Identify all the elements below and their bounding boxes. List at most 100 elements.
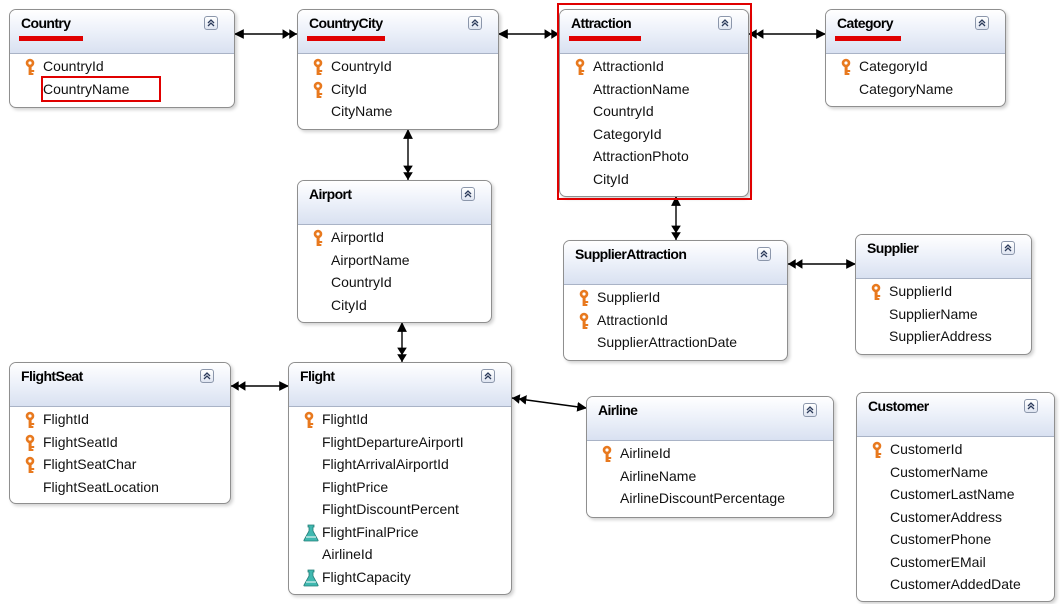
collapse-icon[interactable] [200,369,214,383]
table-header[interactable]: Category [826,10,1005,54]
attribute-name: FlightCapacity [322,568,411,585]
collapse-icon[interactable] [1001,241,1015,255]
table-header[interactable]: Airport [298,181,491,225]
primary-key-icon [24,411,40,429]
highlight-box-attraction-table [557,3,752,200]
attribute-row[interactable]: CategoryId [560,123,748,145]
attribute-name: CityId [331,80,367,97]
attribute-name: FlightDepartureAirportI [322,433,464,450]
attribute-name: FlightSeatLocation [43,478,159,495]
attribute-row[interactable]: CustomerLastName [857,483,1054,505]
attribute-row[interactable]: AttractionPhoto [560,145,748,167]
attribute-row[interactable]: AirportId [298,226,491,248]
attribute-row[interactable]: CountryId [10,55,234,77]
attribute-row[interactable]: CustomerEMail [857,551,1054,573]
attribute-row[interactable]: CustomerId [857,438,1054,460]
primary-key-icon [24,58,40,76]
attribute-row[interactable]: CityName [298,100,498,122]
attribute-row[interactable]: FlightDiscountPercent [289,498,511,520]
attribute-name: CustomerEMail [890,553,986,570]
attribute-row[interactable]: SupplierAttractionDate [564,331,787,353]
attribute-row[interactable]: FlightSeatId [10,431,230,453]
table-header[interactable]: Airline [587,397,833,441]
attribute-row[interactable]: AirlineId [587,442,833,464]
table-header[interactable]: Attraction [560,10,748,54]
attribute-row[interactable]: CategoryId [826,55,1005,77]
highlight-box-countryname [41,76,161,102]
attribute-name: SupplierAttractionDate [597,334,738,350]
table-header[interactable]: Customer [857,393,1054,437]
table-header[interactable]: FlightSeat [10,363,230,407]
primary-key-icon [574,58,590,76]
attribute-row[interactable]: CityId [560,168,748,190]
attribute-row[interactable]: FlightFinalPrice [289,521,511,543]
attribute-name: AttractionId [593,58,664,74]
primary-key-icon [871,441,887,459]
collapse-icon[interactable] [204,16,218,30]
attribute-row[interactable]: AirlineName [587,465,833,487]
primary-key-icon [312,229,328,247]
attribute-row[interactable]: AttractionName [560,78,748,100]
attribute-name: FlightPrice [322,478,389,495]
attribute-row[interactable]: CountryId [298,55,498,77]
attribute-row[interactable]: CategoryName [826,78,1005,100]
collapse-icon[interactable] [803,403,817,417]
attribute-row[interactable]: CountryId [298,271,491,293]
attribute-row[interactable]: FlightId [10,408,230,430]
attribute-row[interactable]: SupplierAddress [856,325,1031,347]
collapse-icon[interactable] [975,16,989,30]
attribute-row[interactable]: AttractionId [564,309,787,331]
table-header[interactable]: Flight [289,363,511,407]
attribute-row[interactable]: AirlineDiscountPercentage [587,487,833,509]
attribute-row[interactable]: AirlineId [289,543,511,565]
table-header[interactable]: Supplier [856,235,1031,279]
attribute-row[interactable]: AttractionId [560,55,748,77]
attribute-name: AirlineId [322,546,373,562]
table-header[interactable]: Country [10,10,234,54]
collapse-icon[interactable] [481,369,495,383]
attribute-row[interactable]: FlightArrivalAirportId [289,453,511,475]
attribute-name: FlightSeatId [43,433,118,450]
attribute-row[interactable]: FlightSeatLocation [10,476,230,498]
table-header[interactable]: SupplierAttraction [564,241,787,285]
collapse-icon[interactable] [718,16,732,30]
table-title: CountryCity [309,15,383,31]
attribute-row[interactable]: CustomerAddress [857,506,1054,528]
primary-key-icon [870,283,886,301]
attribute-row[interactable]: FlightId [289,408,511,430]
collapse-icon[interactable] [757,247,771,261]
attribute-row[interactable]: FlightSeatChar [10,453,230,475]
attribute-row[interactable]: CountryId [560,100,748,122]
attribute-row[interactable]: CityId [298,294,491,316]
collapse-icon[interactable] [1024,399,1038,413]
table-header[interactable]: CountryCity [298,10,498,54]
attribute-row[interactable]: SupplierId [856,280,1031,302]
attribute-row[interactable]: FlightDepartureAirportI [289,431,511,453]
attribute-row[interactable]: CustomerName [857,461,1054,483]
attribute-name: SupplierId [889,283,953,299]
collapse-icon[interactable] [468,16,482,30]
attribute-row[interactable]: AirportName [298,249,491,271]
attribute-row[interactable]: CustomerAddedDate [857,573,1054,595]
attribute-row[interactable]: FlightPrice [289,476,511,498]
attribute-row[interactable]: CountryName [10,78,234,100]
attribute-row[interactable]: CustomerPhone [857,528,1054,550]
collapse-icon[interactable] [461,187,475,201]
attribute-row[interactable]: SupplierName [856,303,1031,325]
primary-key-icon [24,434,40,452]
attribute-row[interactable]: FlightCapacity [289,566,511,588]
attribute-row[interactable]: CityId [298,78,498,100]
attribute-row[interactable]: SupplierId [564,286,787,308]
